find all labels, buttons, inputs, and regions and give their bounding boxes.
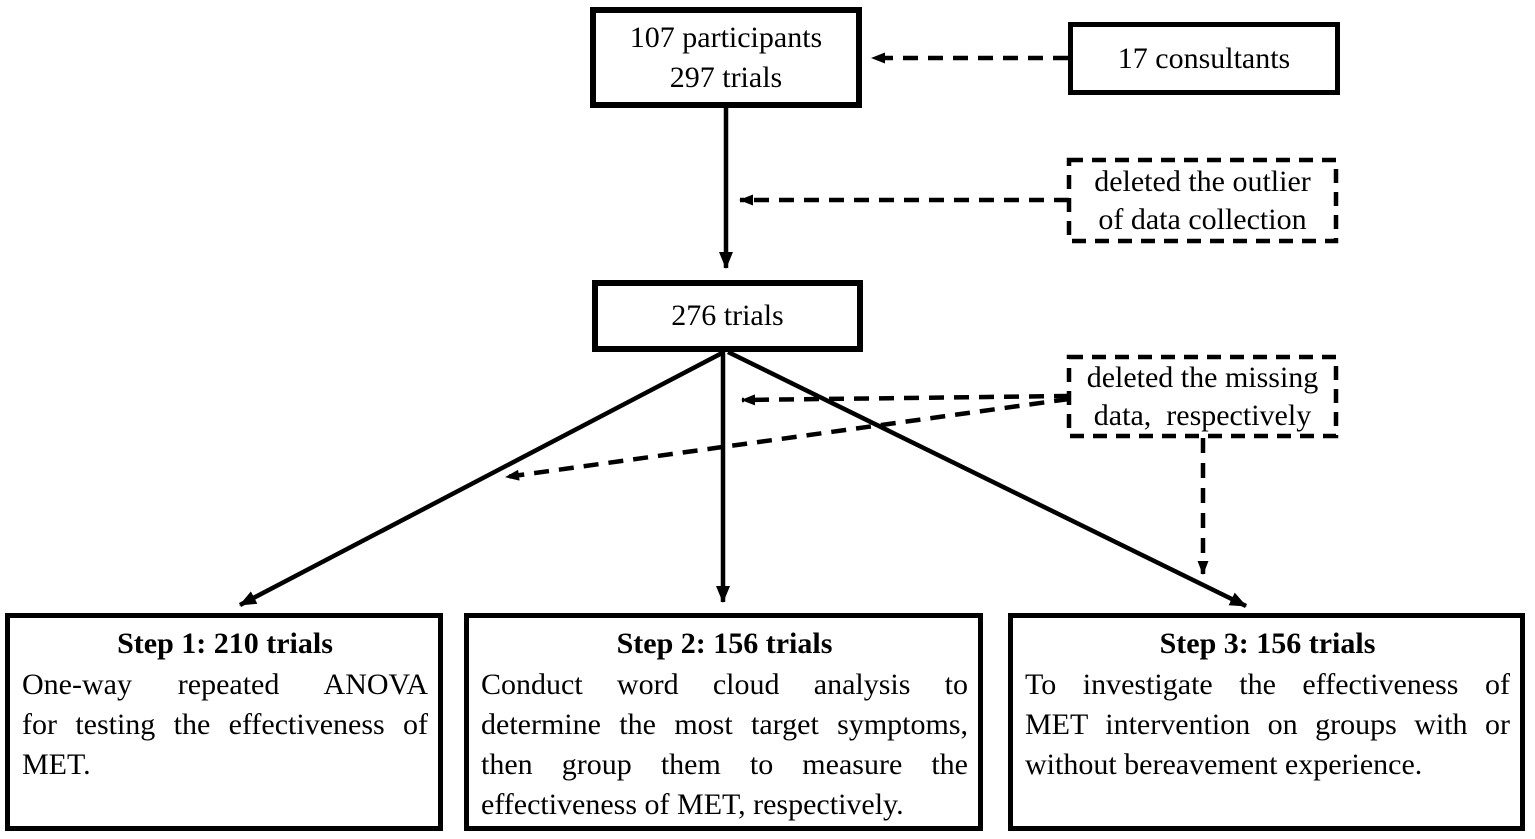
arrow-missing-note-to-step2-line (741, 393, 1070, 406)
step3-line: without bereavement experience. (1025, 748, 1423, 781)
step3-box: Step 3: 156 trials To investigate the ef… (1008, 613, 1525, 831)
step1-title: Step 1: 210 trials (117, 627, 333, 660)
step1-line: for testing the effectiveness of (22, 708, 428, 741)
step1-line: MET. (22, 748, 91, 781)
step2-box: Step 2: 156 trials Conduct word cloud an… (464, 613, 983, 831)
step2-line: determine the most target symptoms, (481, 708, 968, 741)
arrow-276-to-step1 (238, 350, 726, 607)
trials-276-box: 276 trials (592, 280, 863, 352)
step2-line: effectiveness of MET, respectively. (481, 788, 904, 821)
arrow-276-to-step3 (727, 349, 1247, 609)
step1-box: Step 1: 210 trials One-way repeated ANOV… (5, 613, 443, 831)
missing-data-note-box: deleted the missing data, respectively (1086, 360, 1319, 432)
step3-line: To investigate the effectiveness of (1025, 668, 1510, 701)
consultants-box: 17 consultants (1068, 22, 1340, 95)
missing-note-border (1066, 354, 1339, 439)
step3-line: MET intervention on groups with or (1025, 708, 1510, 741)
step3-title: Step 3: 156 trials (1159, 627, 1376, 660)
outlier-note-box: deleted the outlier of data collection (1094, 164, 1311, 236)
step2-title: Step 2: 156 trials (616, 627, 833, 660)
step1-line: One-way repeated ANOVA (22, 668, 428, 701)
step2-line: Conduct word cloud analysis to (481, 668, 968, 701)
step2-line: then group them to measure the (481, 748, 968, 781)
participants-trials-box: 107 participants 297 trials (590, 7, 862, 108)
arrow-missing-note-to-step1-line (505, 396, 1070, 481)
